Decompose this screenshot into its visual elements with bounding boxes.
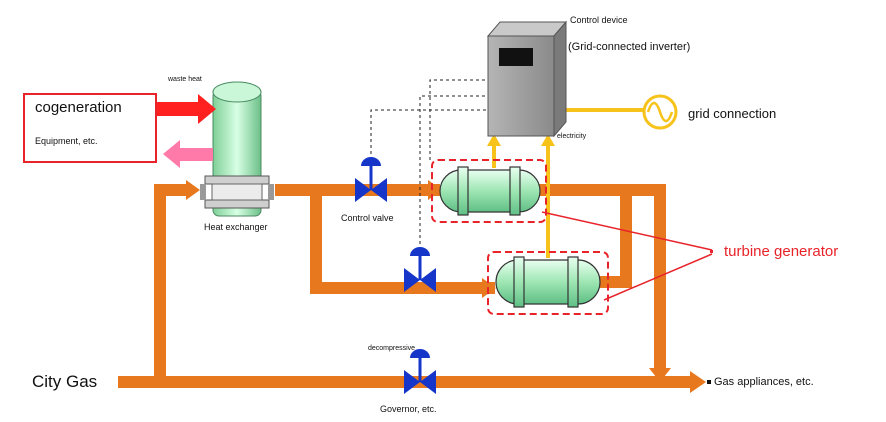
lower-branch-valve — [404, 247, 436, 292]
decompressive-label: decompressive — [368, 345, 416, 352]
riser-arrowhead — [186, 180, 200, 200]
upper-outlet-pipe — [538, 184, 666, 372]
waste-heat-label: waste heat — [168, 76, 202, 83]
riser-pipe — [154, 184, 188, 382]
electric-arrowhead-1 — [487, 134, 501, 146]
generator-highlight-upper — [431, 159, 547, 223]
turbine-generator-label: turbine generator — [724, 243, 839, 260]
turbine-generator-lower — [495, 256, 601, 308]
control-device-label: Control device — [570, 15, 628, 25]
appliance-marker — [707, 380, 711, 384]
gas-appliances-arrowhead — [690, 371, 706, 393]
cogeneration-box — [23, 93, 157, 163]
electricity-lines — [492, 108, 645, 258]
valve-icon — [355, 178, 371, 202]
valve-icon — [404, 268, 420, 292]
electricity-label: electricity — [557, 133, 587, 140]
inverter-label: (Grid-connected inverter) — [568, 41, 691, 53]
return-arrowhead — [649, 368, 671, 382]
grid-connection-label: grid connection — [688, 106, 777, 121]
callout-dot — [710, 250, 713, 253]
heat-exchanger-icon — [200, 81, 274, 217]
return-heat-arrow — [163, 140, 213, 168]
governor-valve — [404, 349, 436, 394]
waste-heat-arrow — [157, 94, 216, 124]
turbine-generator-upper — [439, 166, 541, 216]
control-valve — [355, 157, 387, 202]
lower-outlet-pipe — [600, 194, 632, 288]
control-signal-lines — [370, 79, 488, 250]
control-cabinet-icon — [486, 20, 568, 138]
gas-appliances-label: Gas appliances, etc. — [714, 376, 814, 388]
city-gas-label: City Gas — [32, 372, 98, 391]
cogeneration-label: cogeneration — [35, 99, 122, 116]
electric-arrowhead-2 — [541, 134, 555, 146]
heat-exchanger-label: Heat exchanger — [204, 222, 268, 232]
valve-icon — [404, 370, 420, 394]
control-valve-label: Control valve — [341, 213, 394, 223]
governor-label: Governor, etc. — [380, 404, 437, 414]
turbine-callout-lines — [541, 211, 713, 301]
ac-sine-icon — [642, 94, 678, 130]
equipment-label: Equipment, etc. — [35, 136, 98, 146]
